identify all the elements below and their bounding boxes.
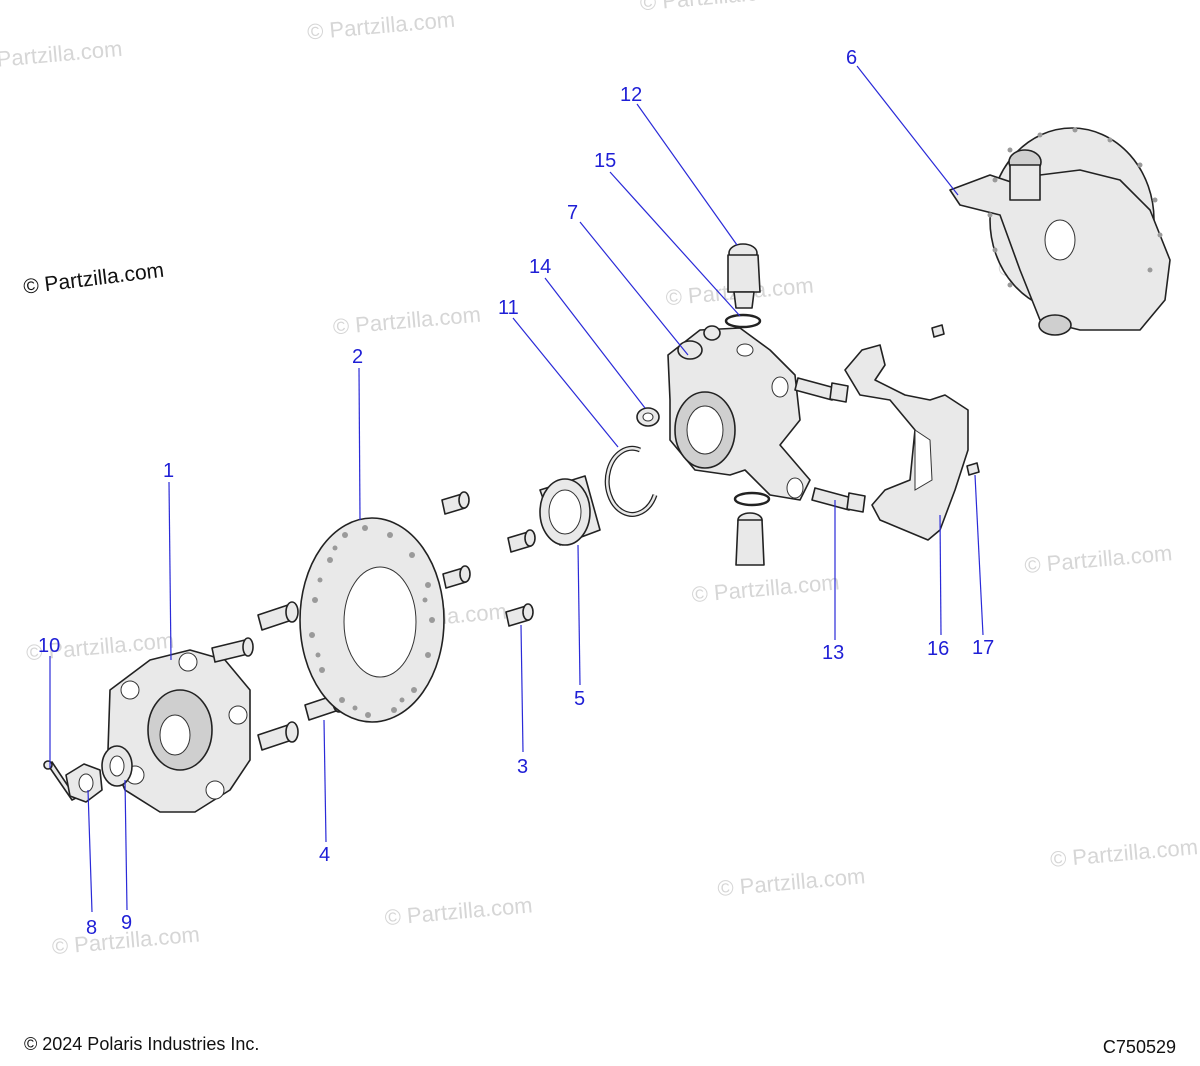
callout-1[interactable]: 1 [163,460,174,482]
snap-ring-part[interactable] [724,313,771,507]
watermark: © Partzilla.com [1049,834,1199,872]
bushing-part[interactable] [636,407,660,427]
callout-12[interactable]: 12 [620,84,642,106]
watermark: © Partzilla.com [332,302,482,340]
callout-15[interactable]: 15 [594,150,616,172]
watermark: © Partzilla.com [639,0,789,15]
upper-ball-joint-part[interactable] [727,243,761,309]
knuckle-assembly-part[interactable] [949,127,1171,336]
wheel-studs-part[interactable] [211,601,346,751]
retaining-ring-part[interactable] [604,445,658,517]
caliper-bolts-part[interactable] [794,377,866,513]
watermark: © Partzilla.com [1023,540,1173,578]
leader-lines [49,65,984,913]
watermark: © Partzilla.com [0,36,123,74]
watermark: © Partzilla.com [306,7,456,45]
lower-ball-joint-part[interactable] [735,512,765,566]
caliper-bracket-part[interactable] [844,344,969,541]
watermark-layer: © Partzilla.com © Partzilla.com © Partzi… [0,0,1199,959]
callout-9[interactable]: 9 [121,912,132,934]
washer-part[interactable] [101,745,133,787]
callout-4[interactable]: 4 [319,844,330,866]
disc-bolts-part[interactable] [441,491,536,627]
callout-3[interactable]: 3 [517,756,528,778]
knuckle-part[interactable] [667,325,811,501]
callout-16[interactable]: 16 [927,638,949,660]
callout-13[interactable]: 13 [822,642,844,664]
callout-10[interactable]: 10 [38,635,60,657]
watermark: © Partzilla.com [384,892,534,930]
brake-disc-part[interactable] [299,517,445,723]
callouts: 1 2 3 4 5 6 7 8 9 10 11 12 13 14 15 16 1… [38,47,994,939]
diagram-code: C750529 [1102,1037,1176,1057]
callout-2[interactable]: 2 [352,346,363,368]
callout-8[interactable]: 8 [86,917,97,939]
bleeder-screw-part[interactable] [931,324,980,476]
copyright-footer: © 2024 Polaris Industries Inc. [24,1034,260,1054]
wheel-bearing-part[interactable] [539,475,601,546]
castle-nut-part[interactable] [65,763,103,803]
callout-6[interactable]: 6 [846,47,857,69]
callout-7[interactable]: 7 [567,202,578,224]
callout-14[interactable]: 14 [529,256,551,278]
hub-part[interactable] [107,649,251,813]
watermark: © Partzilla.com [716,863,866,901]
watermark: © Partzilla.com [691,569,841,607]
callout-5[interactable]: 5 [574,688,585,710]
callout-11[interactable]: 11 [498,297,519,319]
callout-17[interactable]: 17 [972,637,994,659]
